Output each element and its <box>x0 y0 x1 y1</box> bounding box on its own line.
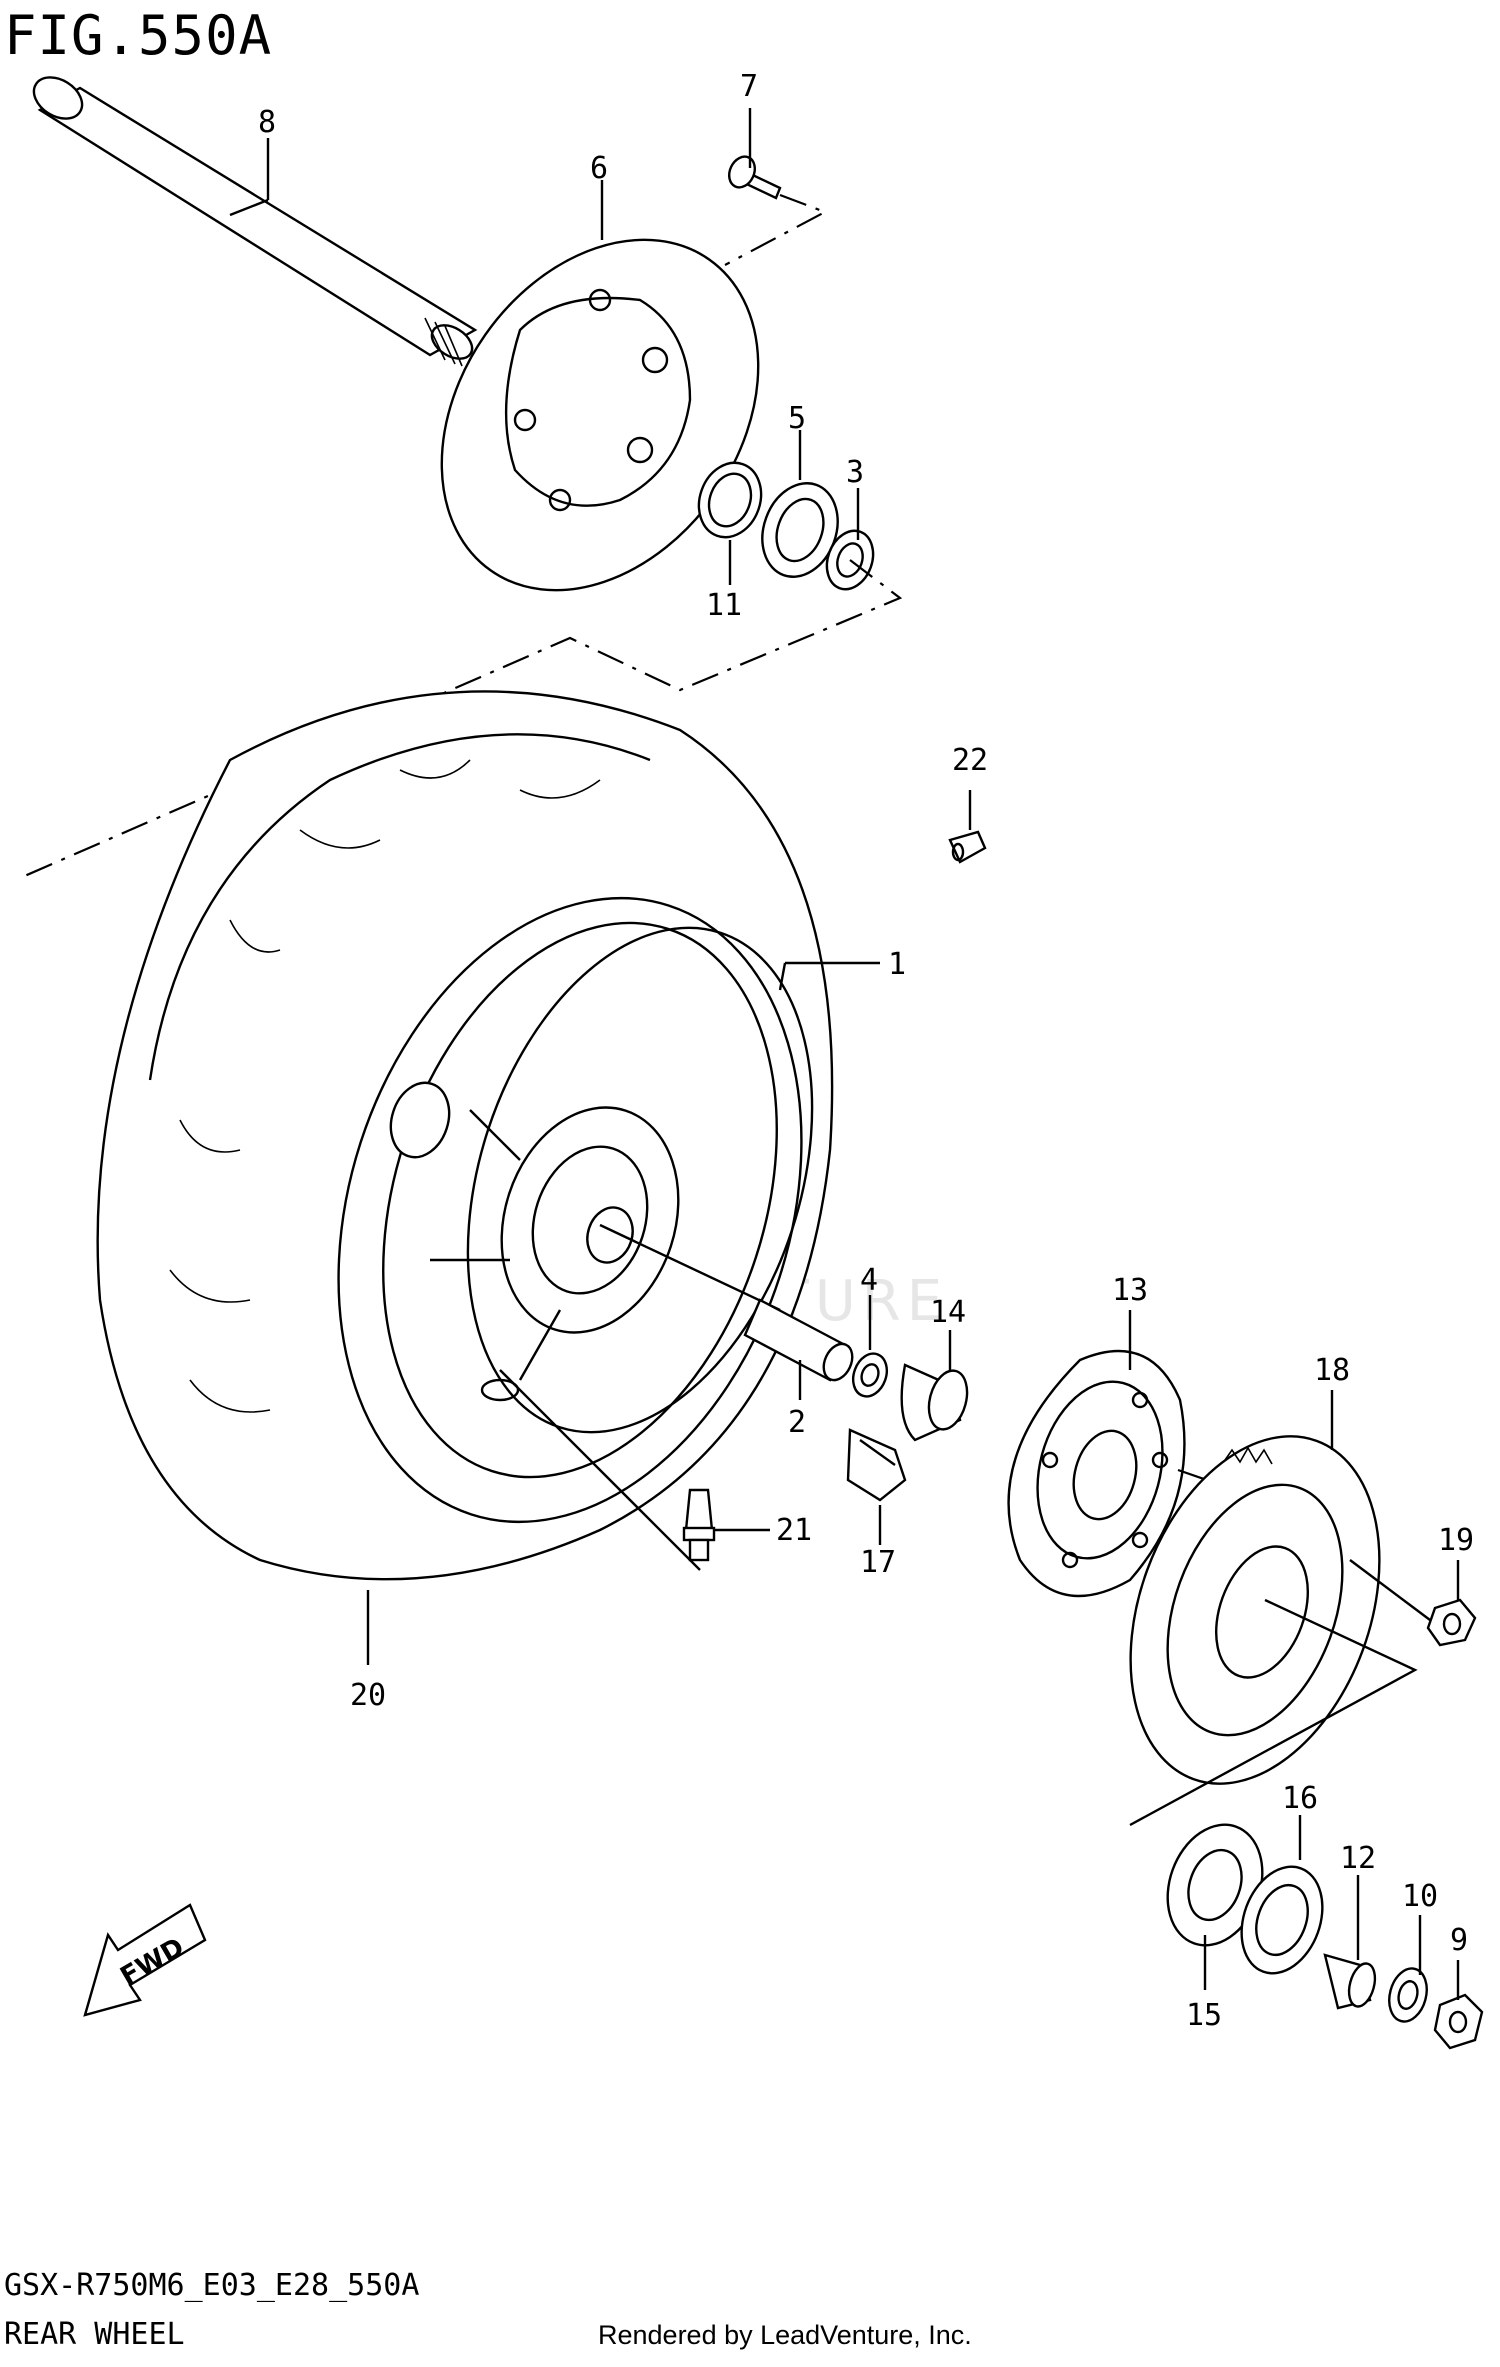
callout-14[interactable]: 14 <box>930 1295 966 1330</box>
callout-19[interactable]: 19 <box>1438 1523 1474 1558</box>
sprocket-mounting-drum-part[interactable] <box>1007 1349 1186 1598</box>
washer-part[interactable] <box>1384 1964 1433 2025</box>
callout-5[interactable]: 5 <box>788 401 806 436</box>
callout-22[interactable]: 22 <box>952 743 988 778</box>
bearing-part-15[interactable] <box>1152 1811 1279 1958</box>
rear-sprocket-part[interactable] <box>1085 1402 1424 1819</box>
callout-12[interactable]: 12 <box>1340 1841 1376 1876</box>
axle-nut-part[interactable] <box>1433 1993 1484 2050</box>
figure-name: REAR WHEEL <box>4 2317 185 2352</box>
callout-11[interactable]: 11 <box>706 588 742 623</box>
callout-4[interactable]: 4 <box>860 1263 878 1298</box>
collar-part[interactable] <box>900 1363 973 1442</box>
callout-18[interactable]: 18 <box>1314 1353 1350 1388</box>
callout-15[interactable]: 15 <box>1186 1998 1222 2033</box>
clip-part[interactable] <box>948 830 987 864</box>
bearing-part-4[interactable] <box>847 1349 892 1401</box>
callout-9[interactable]: 9 <box>1450 1923 1468 1958</box>
callout-3[interactable]: 3 <box>846 455 864 490</box>
callout-20[interactable]: 20 <box>350 1678 386 1713</box>
retainer-part[interactable] <box>1227 1855 1336 1984</box>
callout-17[interactable]: 17 <box>860 1545 896 1580</box>
disc-bolt-part[interactable] <box>724 152 782 200</box>
sprocket-nut-part[interactable] <box>1426 1598 1477 1647</box>
model-code: GSX-R750M6_E03_E28_550A <box>4 2268 420 2303</box>
callout-6[interactable]: 6 <box>590 151 608 186</box>
fwd-arrow-icon: FWD <box>83 1903 207 2017</box>
dust-seal-part[interactable] <box>689 454 771 546</box>
callout-21[interactable]: 21 <box>776 1513 812 1548</box>
figure-title: FIG.550A <box>4 4 273 67</box>
callout-16[interactable]: 16 <box>1282 1781 1318 1816</box>
valve-part[interactable] <box>682 1488 716 1562</box>
callout-8[interactable]: 8 <box>258 105 276 140</box>
callout-2[interactable]: 2 <box>788 1405 806 1440</box>
callout-1[interactable]: 1 <box>888 947 906 982</box>
axle-part[interactable] <box>26 69 478 367</box>
callout-10[interactable]: 10 <box>1402 1879 1438 1914</box>
callout-13[interactable]: 13 <box>1112 1273 1148 1308</box>
damper-part[interactable] <box>846 1428 907 1502</box>
render-credit: Rendered by LeadVenture, Inc. <box>598 2320 972 2350</box>
rear-wheel-part[interactable] <box>262 838 878 1583</box>
spacer-part-12[interactable] <box>1323 1953 1379 2010</box>
brake-disc-part[interactable] <box>376 179 823 651</box>
spacer-part[interactable] <box>743 1298 858 1385</box>
callout-7[interactable]: 7 <box>740 69 758 104</box>
